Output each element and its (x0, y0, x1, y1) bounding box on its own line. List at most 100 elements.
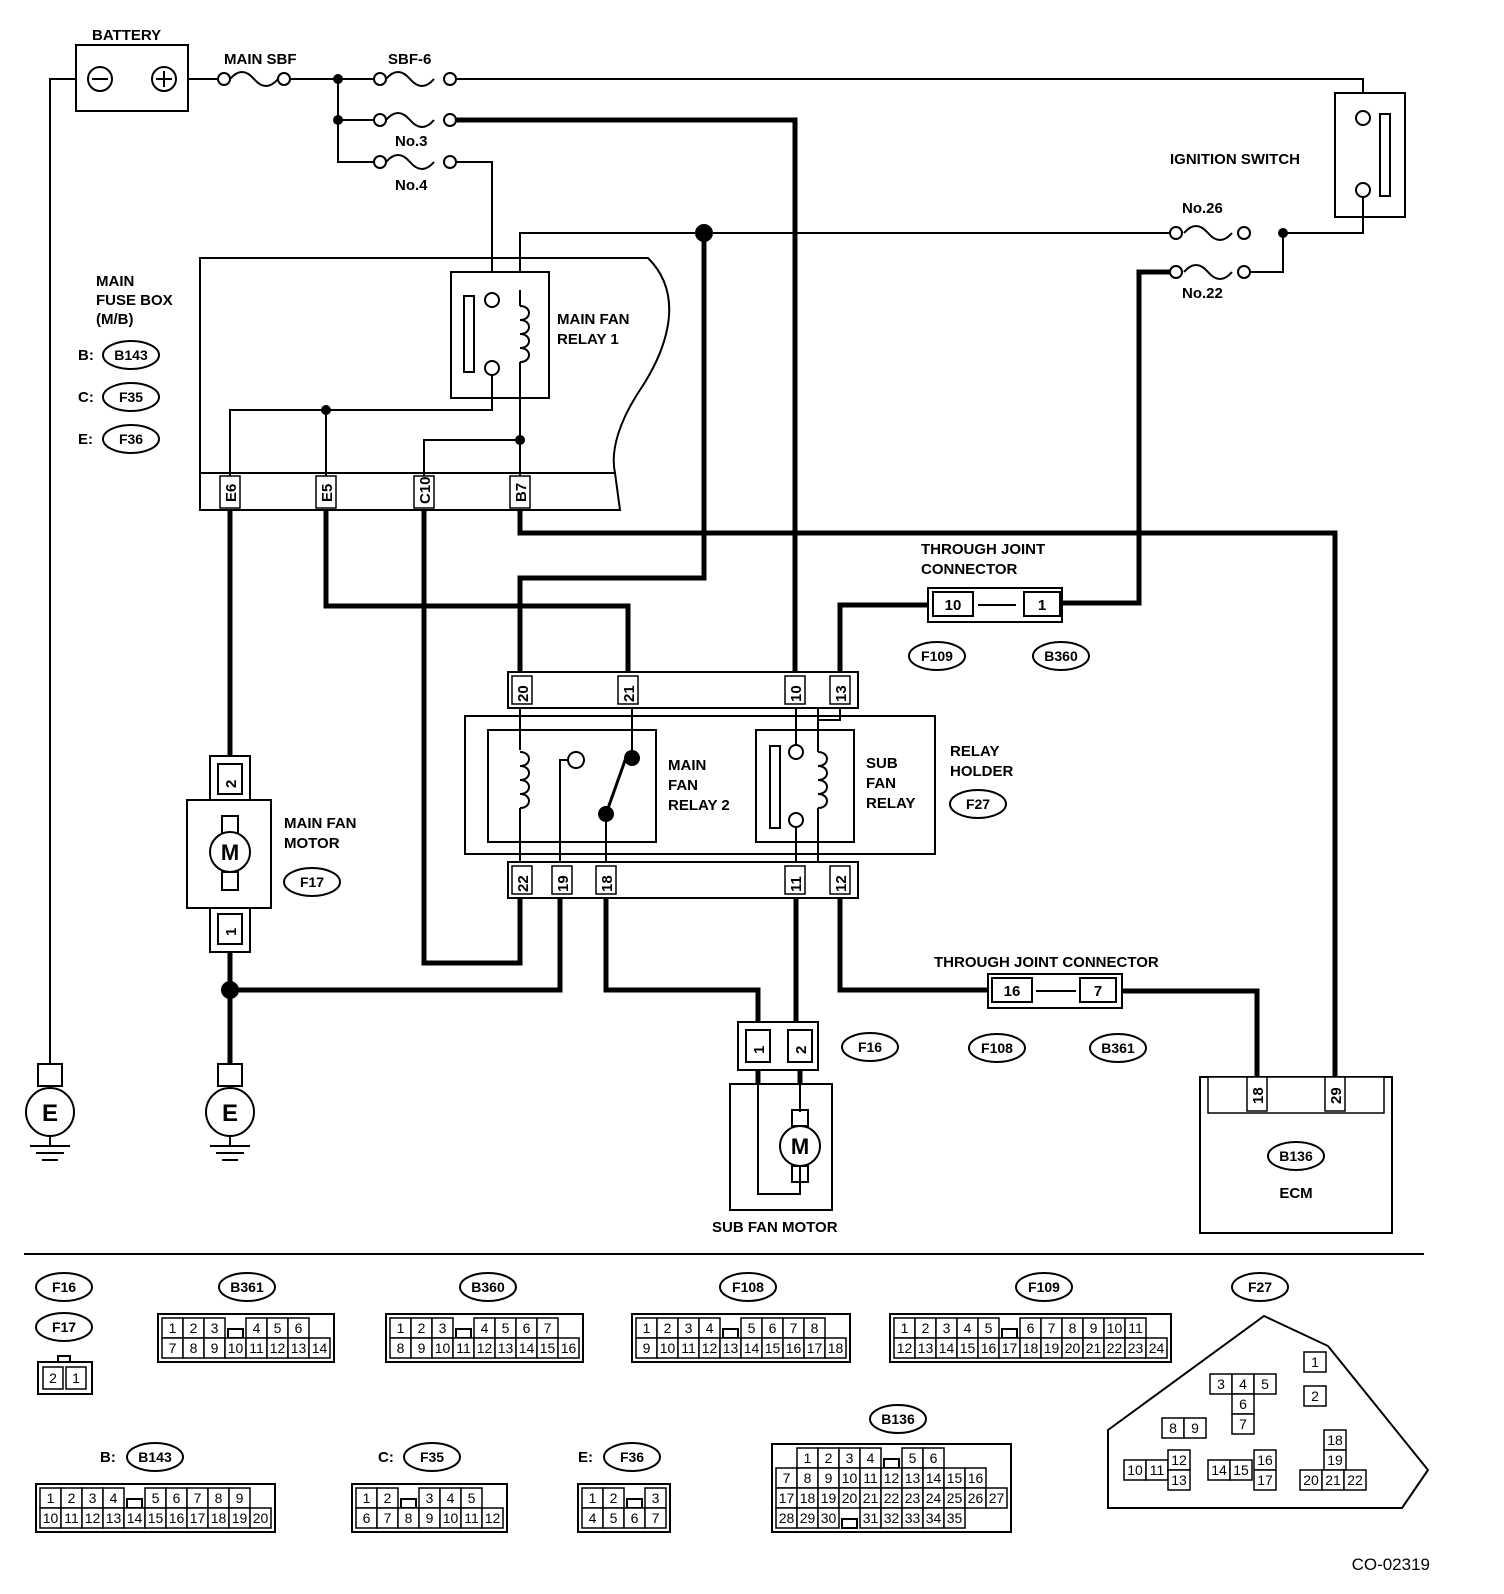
legend-f36: F36 (620, 1449, 644, 1465)
legend-b143-grid-cell: 12 (85, 1510, 101, 1526)
connector-b143: B143 (114, 347, 148, 363)
legend-b136-grid-cell: 16 (968, 1470, 984, 1486)
legend-f108: F108 (732, 1279, 764, 1295)
legend-f109-grid-cell: 21 (1086, 1340, 1102, 1356)
legend-b136-grid-cell: 32 (884, 1510, 900, 1526)
legend-f109-grid-cell: 14 (939, 1340, 955, 1356)
legend-b143-grid-cell: 18 (211, 1510, 227, 1526)
legend-f109-grid-cell: 18 (1023, 1340, 1039, 1356)
fuse-no26-label: No.26 (1182, 200, 1223, 217)
legend-b361-grid-cell: 5 (274, 1320, 282, 1336)
fuse-no22-label: No.22 (1182, 285, 1223, 302)
legend-f35-grid-cell: 8 (405, 1510, 413, 1526)
legend-f109-grid-cell: 24 (1149, 1340, 1165, 1356)
legend-f35-grid-cell: 11 (464, 1510, 479, 1526)
legend-b143-grid-cell: 2 (68, 1490, 76, 1506)
legend-f27-cell: 6 (1239, 1396, 1247, 1412)
legend-b360-grid-cell: 7 (544, 1320, 552, 1336)
legend-b360: B360 (471, 1279, 505, 1295)
legend-f108-grid-cell: 11 (681, 1340, 696, 1356)
legend-b360-grid-cell: 2 (418, 1320, 426, 1336)
legend-b361-grid-cell: 7 (169, 1340, 177, 1356)
legend-b136-grid-cell: 18 (800, 1490, 816, 1506)
legend-b136-grid-cell: 17 (779, 1490, 795, 1506)
legend-b136-grid-cell: 4 (867, 1450, 875, 1466)
sub-fan-motor-label: SUB FAN MOTOR (712, 1219, 838, 1236)
legend-f35-grid-cell: 5 (468, 1490, 476, 1506)
legend-f109-grid-cell: 8 (1069, 1320, 1077, 1336)
legend-f36-grid-cell: 3 (652, 1490, 660, 1506)
pin-c10: C10 (417, 476, 434, 504)
tj-pin-10: 10 (945, 597, 962, 614)
legend-b136-grid-cell: 34 (926, 1510, 942, 1526)
legend-f27-cell: 9 (1191, 1420, 1199, 1436)
legend-f109-grid-cell: 22 (1107, 1340, 1123, 1356)
legend-f109-grid-cell: 19 (1044, 1340, 1060, 1356)
legend-f27-cell: 5 (1261, 1376, 1269, 1392)
sub-fan-relay-label-3: RELAY (866, 795, 915, 812)
mfm-pin-1: 1 (223, 928, 240, 936)
legend-b361-grid-cell: 2 (190, 1320, 198, 1336)
rh-pin-10: 10 (788, 685, 805, 702)
ground-motor: E (205, 1063, 255, 1161)
main-fan-motor-label-1: MAIN FAN (284, 815, 357, 832)
legend-b361-grid-cell: 6 (295, 1320, 303, 1336)
rh-pin-20: 20 (515, 685, 532, 702)
rh-pin-11: 11 (788, 876, 805, 892)
legend-f108-grid-cell: 15 (765, 1340, 781, 1356)
through-joint-connector-bottom: THROUGH JOINT CONNECTOR 16 7 F108 B361 (934, 954, 1159, 1063)
sbf6-label: SBF-6 (388, 51, 431, 68)
legend-f36-grid-cell: 1 (589, 1490, 597, 1506)
main-fan-relay2-label-3: RELAY 2 (668, 797, 730, 814)
legend-b143-grid-cell: 9 (236, 1490, 244, 1506)
main-fan-motor-label-2: MOTOR (284, 835, 340, 852)
connector-f108: F108 (981, 1040, 1013, 1056)
legend-b143-grid-cell: 16 (169, 1510, 185, 1526)
fuse-box-b-prefix: B: (78, 347, 94, 364)
relay-holder: 20 21 10 13 MAIN FAN RELAY 2 SUB FAN REL… (464, 671, 1014, 899)
legend-f36-grid-cell: 2 (610, 1490, 618, 1506)
battery-label: BATTERY (92, 27, 161, 44)
legend-b143-grid-cell: 8 (215, 1490, 223, 1506)
legend-b136-grid-cell: 12 (884, 1470, 900, 1486)
legend-f109: F109 (1028, 1279, 1060, 1295)
legend-b136-grid-cell: 28 (779, 1510, 795, 1526)
pin-b7: B7 (513, 483, 530, 502)
legend-f109-grid-cell: 13 (918, 1340, 934, 1356)
legend-b360-grid-cell: 4 (481, 1320, 489, 1336)
legend-f36-grid-cell: 5 (610, 1510, 618, 1526)
main-fan-relay-1: MAIN FAN RELAY 1 (450, 271, 630, 440)
legend-f27: F27 (1248, 1279, 1272, 1295)
legend-b361-grid-cell: 9 (211, 1340, 219, 1356)
legend-f109-grid-cell: 11 (1128, 1320, 1143, 1336)
legend-b136-grid-cell: 33 (905, 1510, 921, 1526)
legend-b143-grid-cell: 6 (173, 1490, 181, 1506)
legend-f109-grid-cell: 17 (1002, 1340, 1018, 1356)
legend-f35-grid-cell: 6 (363, 1510, 371, 1526)
legend-b136: B136 (881, 1411, 915, 1427)
legend-f108-grid-cell: 8 (811, 1320, 819, 1336)
pin-e5: E5 (319, 484, 336, 502)
connector-f17: F17 (300, 874, 324, 890)
through-joint-connector-top: THROUGH JOINT CONNECTOR 10 1 F109 B360 (908, 541, 1090, 671)
main-fan-motor-symbol: M (221, 840, 239, 865)
legend-b136-grid-cell: 25 (947, 1490, 963, 1506)
legend-f27-cell: 13 (1171, 1472, 1187, 1488)
legend-b136-grid-cell: 27 (989, 1490, 1005, 1506)
legend-f109-grid-cell: 3 (943, 1320, 951, 1336)
legend-b136-grid-cell: 24 (926, 1490, 942, 1506)
legend-f109-grid-cell: 1 (901, 1320, 909, 1336)
main-fuse-box: MAIN FUSE BOX (M/B) B: B143 C: F35 E: F3… (78, 257, 671, 511)
legend-b143-grid-cell: 19 (232, 1510, 248, 1526)
legend-f109-grid-cell: 23 (1128, 1340, 1144, 1356)
tj-pin-16: 16 (1004, 983, 1021, 1000)
rh-pin-21: 21 (621, 685, 638, 702)
sfm-pin-1: 1 (751, 1046, 768, 1054)
legend-f109-grid-cell: 15 (960, 1340, 976, 1356)
legend-b143-grid-cell: 15 (148, 1510, 164, 1526)
legend-f108-grid-cell: 4 (706, 1320, 714, 1336)
legend-f27-cell: 22 (1347, 1472, 1363, 1488)
